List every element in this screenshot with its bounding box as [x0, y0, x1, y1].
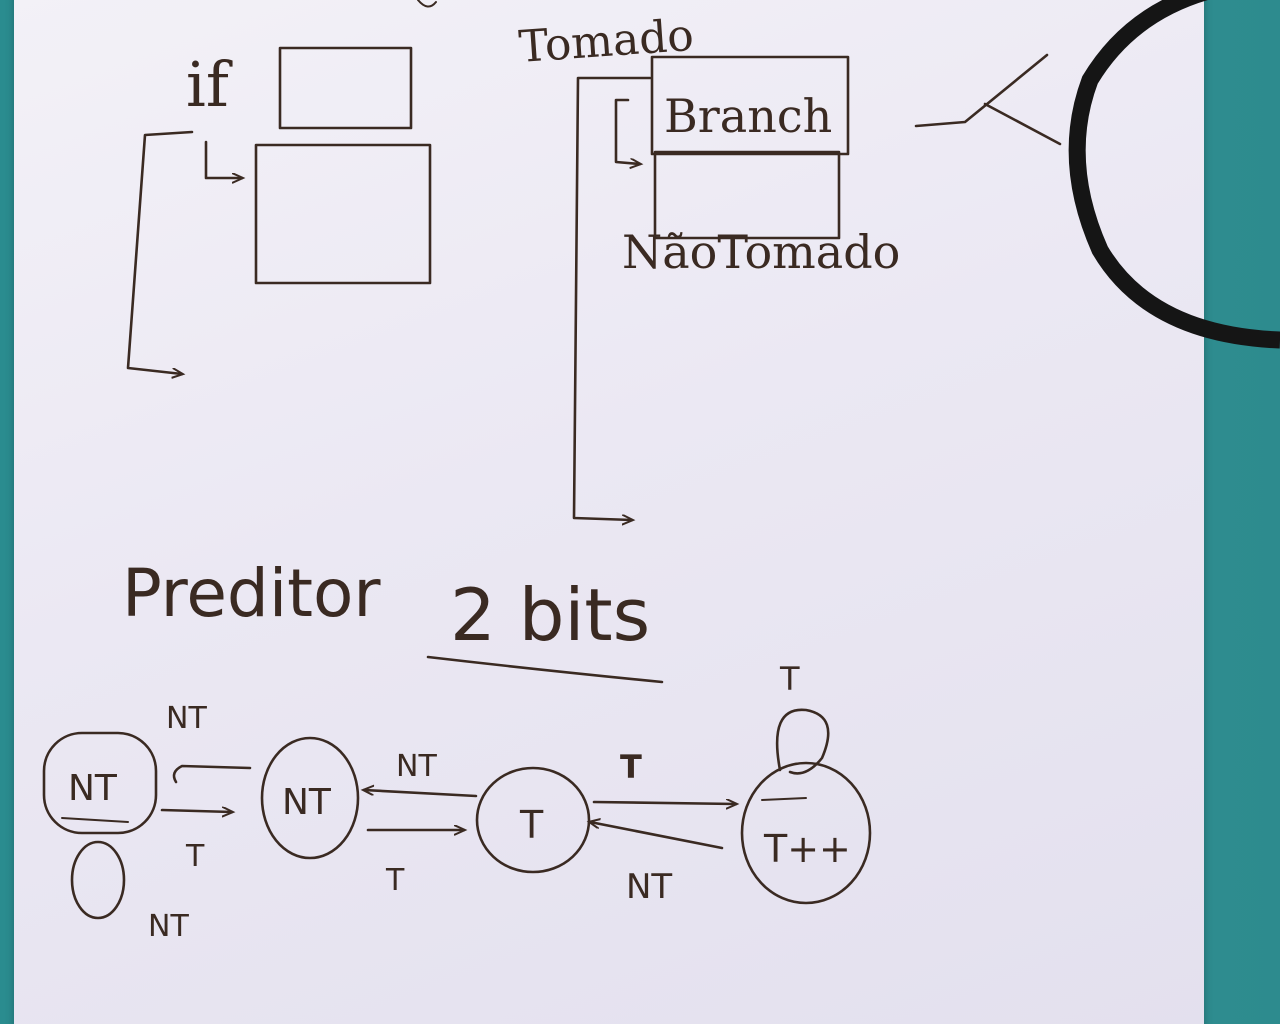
- taken-label: Tomado: [517, 10, 695, 73]
- predictor-underline: [426, 655, 664, 684]
- state-weak-not-taken: [260, 736, 360, 860]
- transition-nt-to-state-2: [364, 790, 478, 798]
- state-1-label: NT: [68, 768, 118, 809]
- transition-1-label: NT: [166, 701, 207, 736]
- not-taken-label: NãoTomado: [622, 225, 900, 279]
- state-strong-taken: [740, 761, 872, 905]
- top-scribble: [417, 0, 437, 8]
- self-loop-1-label: NT: [148, 909, 189, 944]
- not-taken-block: [653, 150, 841, 240]
- self-loop-state-4: [775, 708, 830, 775]
- branch-label: Branch: [664, 89, 832, 143]
- transition-5-label: T: [620, 748, 642, 786]
- state-2-label: NT: [282, 782, 332, 823]
- if-skip-arrow: [126, 130, 194, 374]
- branch-block: [650, 55, 850, 156]
- predictor-subtitle: 2 bits: [450, 573, 650, 657]
- transition-nt-to-state-3: [590, 822, 724, 850]
- state-strong-not-taken: [42, 731, 158, 835]
- if-true-block: [278, 46, 413, 130]
- state-4-overline: [761, 797, 807, 801]
- if-label: if: [186, 48, 233, 121]
- transition-2-label: T: [185, 839, 205, 874]
- self-loop-state-1: [70, 840, 126, 920]
- transition-3-label: NT: [396, 749, 437, 784]
- transition-t-to-state-4: [592, 802, 736, 804]
- branch-taken-arrow: [572, 76, 652, 520]
- transition-6-label: NT: [626, 867, 672, 907]
- if-arrow-to-else: [204, 140, 242, 178]
- if-false-block: [254, 143, 432, 285]
- branch-fallthrough-arrow: [614, 98, 640, 164]
- cable-loop-icon: [1068, 0, 1280, 349]
- paper-sheet: [14, 0, 1204, 1024]
- state-1-underline: [61, 817, 129, 823]
- transition-t-to-state-2: [160, 810, 232, 812]
- transition-nt-to-state-1: [172, 764, 252, 784]
- state-3-label: T: [519, 803, 544, 847]
- self-loop-2-label: T: [779, 660, 800, 698]
- predictor-title: Preditor: [122, 555, 381, 632]
- side-scribble: [914, 53, 1062, 146]
- state-4-label: T++: [763, 827, 851, 871]
- transition-4-label: T: [385, 863, 405, 898]
